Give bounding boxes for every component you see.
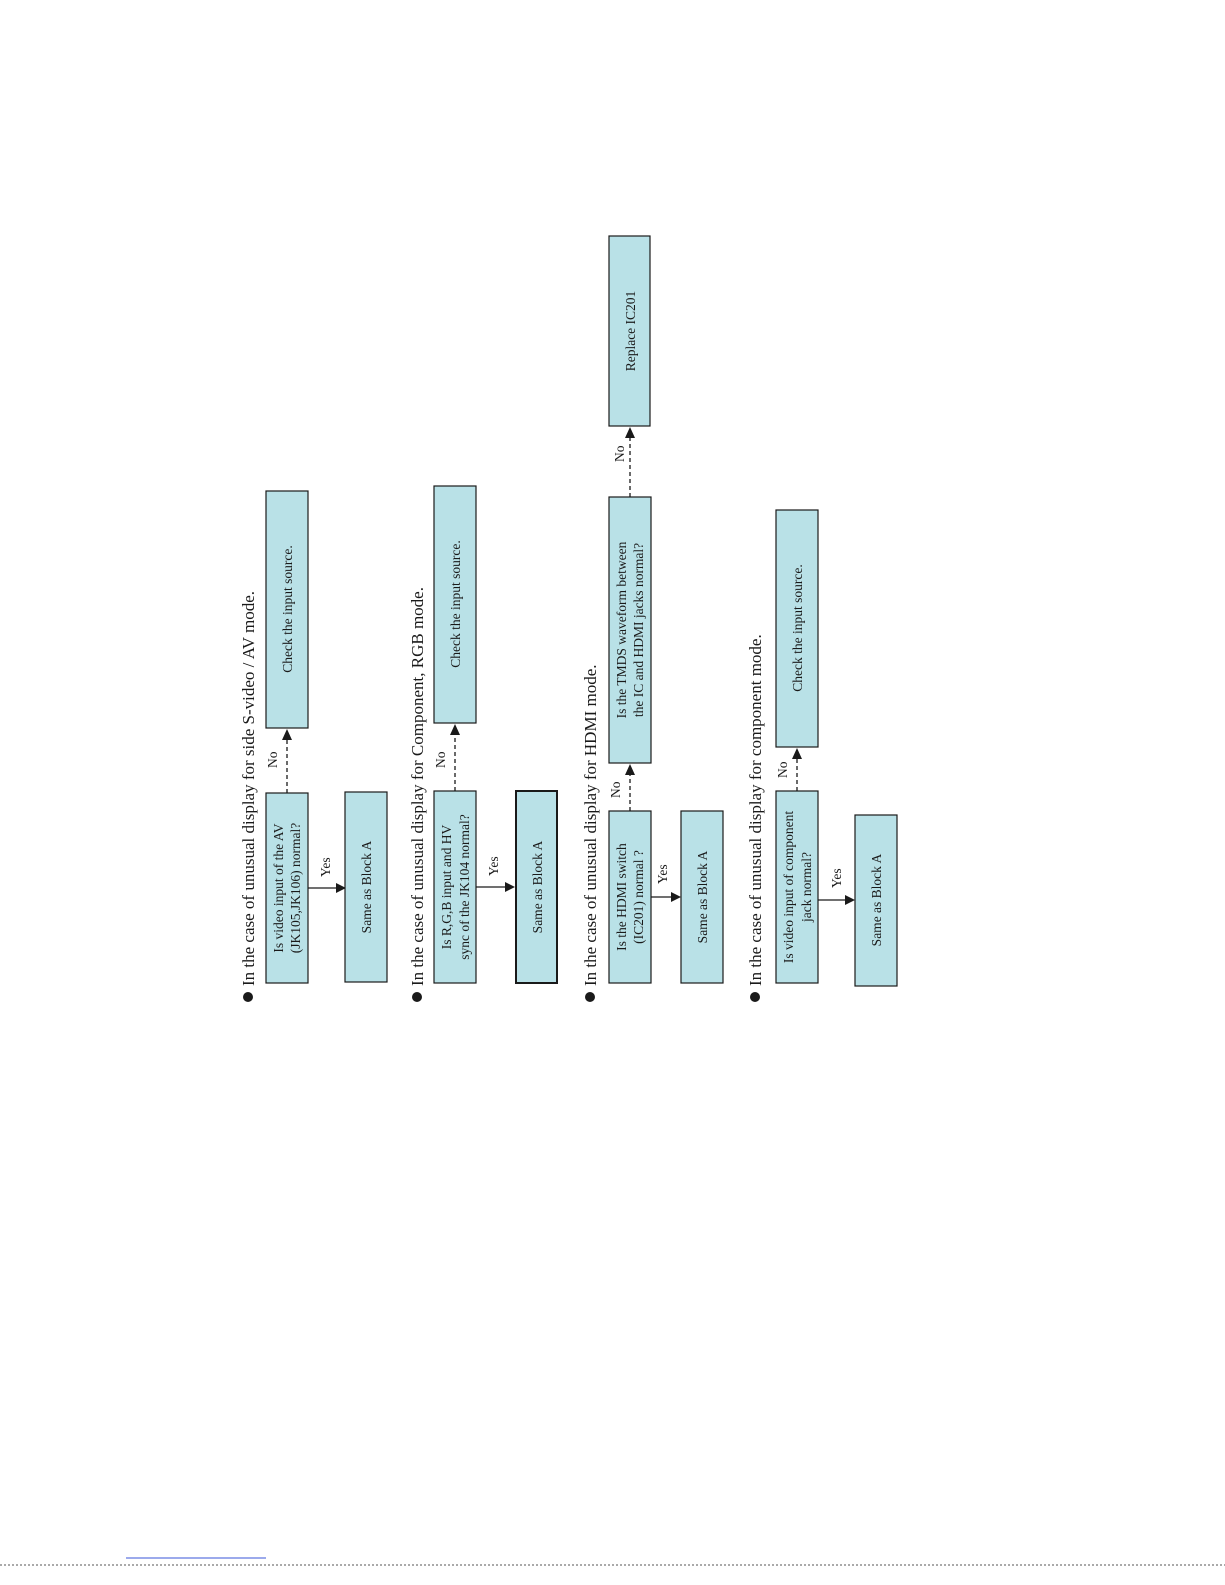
section-hdmi: In the case of unusual display for HDMI …: [581, 235, 724, 1002]
section-heading: In the case of unusual display for compo…: [746, 634, 765, 986]
no-label-2: No: [612, 445, 627, 462]
no-label: No: [433, 751, 448, 768]
yes-label: Yes: [486, 856, 501, 876]
decision-text-line-2: sync of the JK104 normal?: [457, 814, 472, 959]
yes-label: Yes: [829, 868, 844, 888]
action-text: Check the input source.: [448, 540, 463, 667]
arrowhead-icon: [450, 724, 460, 735]
result-text: Same as Block A: [530, 840, 545, 933]
decision-box: [775, 790, 819, 984]
arrowhead-icon: [336, 883, 346, 893]
bullet-icon: [412, 992, 422, 1002]
section-heading: In the case of unusual display for Compo…: [408, 587, 427, 986]
arrowhead-icon: [625, 764, 635, 775]
result-text: Same as Block A: [359, 840, 374, 933]
result-box-block-a: [680, 810, 724, 984]
result-box-block-a: [515, 790, 558, 984]
decision-box: [433, 790, 477, 984]
action-text: Replace IC201: [623, 291, 638, 372]
decision-text-line-2: jack normal?: [799, 852, 814, 923]
action-box-replace-ic201: [608, 235, 651, 427]
decision-text-line-1: Is the HDMI switch: [614, 843, 629, 951]
result-text: Same as Block A: [869, 853, 884, 946]
decision-text-line-2: (JK105,JK106) normal?: [288, 823, 303, 953]
result-text: Same as Block A: [695, 850, 710, 943]
decision-text-line-1: Is video input of component: [781, 811, 796, 963]
no-label: No: [775, 761, 790, 778]
decision-text-line-1: Is video input of the AV: [271, 823, 286, 952]
decision-text-line-1: Is R,G,B input and HV: [439, 825, 454, 950]
arrowhead-icon: [505, 882, 515, 892]
decision-box-hdmi-switch: [608, 810, 652, 984]
section-heading: In the case of unusual display for HDMI …: [581, 664, 600, 986]
section-heading: In the case of unusual display for side …: [239, 591, 258, 986]
arrowhead-icon: [792, 748, 802, 759]
action-box-check-input: [775, 509, 819, 748]
arrowhead-icon: [625, 427, 635, 438]
result-box-block-a: [344, 791, 388, 983]
bullet-icon: [585, 992, 595, 1002]
bullet-icon: [243, 992, 253, 1002]
section-component-rgb: In the case of unusual display for Compo…: [408, 485, 558, 1002]
action-text: Check the input source.: [280, 545, 295, 672]
decision-text-line-2: (IC201) normal ?: [631, 850, 646, 944]
decision-text-line-2: the IC and HDMI jacks normal?: [631, 543, 646, 717]
no-label: No: [608, 781, 623, 798]
arrowhead-icon: [671, 892, 681, 902]
section-component: In the case of unusual display for compo…: [746, 509, 898, 1002]
yes-label: Yes: [655, 864, 670, 884]
decision-box: [265, 792, 309, 984]
yes-label: Yes: [318, 857, 333, 877]
bullet-icon: [750, 992, 760, 1002]
section-svideo-av: In the case of unusual display for side …: [239, 490, 388, 1002]
no-label: No: [265, 751, 280, 768]
action-box-check-input: [265, 490, 309, 729]
arrowhead-icon: [845, 895, 855, 905]
action-box-check-input: [433, 485, 477, 724]
result-box-block-a: [854, 814, 898, 987]
decision-text-line-1: Is the TMDS waveform between: [614, 541, 629, 718]
action-text: Check the input source.: [790, 564, 805, 691]
arrowhead-icon: [282, 729, 292, 740]
